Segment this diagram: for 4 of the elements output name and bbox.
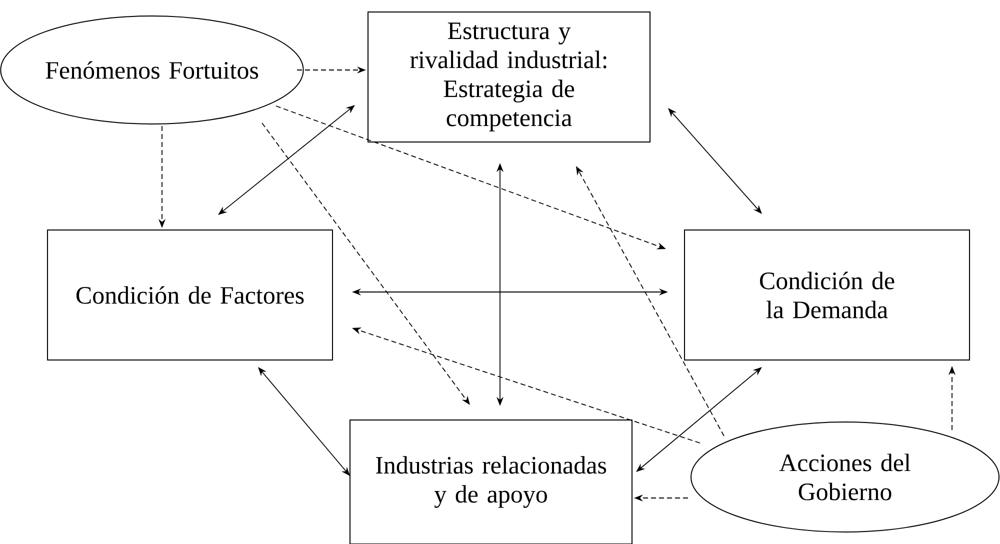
- factor-box: Estructura y rivalidad industrial: Estrategia de competencia: [368, 12, 650, 142]
- factor-box: Condición de Factores: [47, 230, 333, 360]
- factor-box: Industrias relacionadas y de apoyo: [350, 420, 632, 544]
- factor-box: Condición de la Demanda: [684, 230, 970, 360]
